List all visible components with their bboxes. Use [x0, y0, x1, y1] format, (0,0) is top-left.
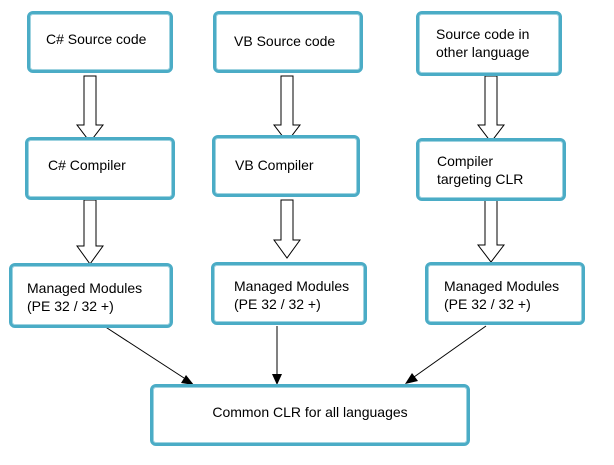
vb-source-box: VB Source code	[213, 11, 363, 73]
csharp-compiler-box: C# Compiler	[25, 137, 175, 200]
arrow-vb-compiler-to-module	[273, 199, 301, 259]
other-module-box: Managed Modules (PE 32 / 32 +)	[425, 262, 585, 325]
other-source-label: Source code in other language	[436, 26, 530, 60]
csharp-compiler-label: C# Compiler	[48, 157, 126, 173]
arrow-other-compiler-to-module	[476, 199, 506, 263]
vb-module-label: Managed Modules (PE 32 / 32 +)	[234, 278, 350, 312]
arrow-vb-source-to-compiler	[272, 75, 302, 143]
other-compiler-label: Compiler targeting CLR	[437, 153, 524, 187]
arrowhead-vb-module-to-clr	[272, 374, 282, 385]
vb-source-label: VB Source code	[234, 33, 336, 49]
arrowhead-csharp-module-to-clr	[181, 375, 194, 385]
arrow-csharp-source-to-compiler	[75, 75, 105, 143]
other-source-box: Source code in other language	[416, 11, 562, 76]
arrow-other-source-to-compiler	[476, 75, 506, 143]
other-module-label: Managed Modules (PE 32 / 32 +)	[444, 278, 560, 312]
csharp-source-box: C# Source code	[27, 11, 173, 73]
csharp-module-label: Managed Modules (PE 32 / 32 +)	[27, 280, 143, 314]
csharp-module-box: Managed Modules (PE 32 / 32 +)	[9, 263, 173, 328]
vb-compiler-box: VB Compiler	[212, 135, 360, 197]
other-compiler-box: Compiler targeting CLR	[416, 138, 566, 201]
vb-module-box: Managed Modules (PE 32 / 32 +)	[211, 262, 367, 325]
common-clr-label: Common CLR for all languages	[212, 404, 408, 420]
common-clr-box: Common CLR for all languages	[150, 384, 470, 446]
arrow-csharp-module-to-clr	[103, 325, 185, 379]
arrow-csharp-compiler-to-module	[76, 199, 104, 265]
arrowhead-other-module-to-clr	[405, 373, 418, 384]
arrow-other-module-to-clr	[413, 325, 487, 378]
vb-compiler-label: VB Compiler	[235, 157, 314, 173]
csharp-source-label: C# Source code	[46, 31, 147, 47]
